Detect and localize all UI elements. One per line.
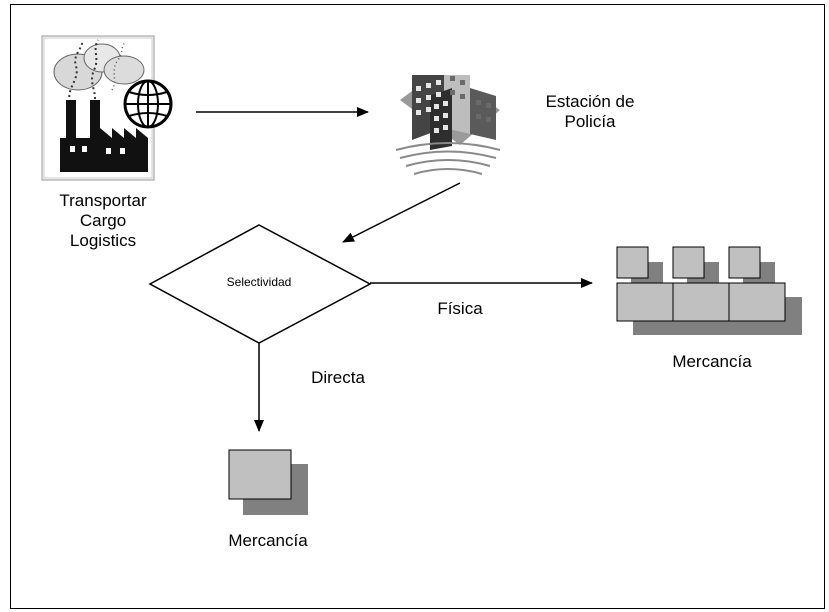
decision-diamond	[148, 224, 372, 344]
physical-goods-label: Mercancía	[672, 352, 752, 371]
stacked-boxes-icon	[616, 246, 802, 335]
direct-goods-label: Mercancía	[228, 531, 308, 550]
police-label: Estación de Policía	[520, 92, 660, 132]
origin-label: Transportar Cargo Logistics	[28, 191, 178, 251]
office-building-icon	[395, 75, 501, 175]
edge-label-physical: Física	[437, 299, 483, 318]
globe-icon	[123, 79, 173, 129]
factory-globe-icon	[41, 35, 173, 181]
decision-label: Selectividad	[226, 275, 292, 289]
origin-label-line3: Logistics	[69, 231, 137, 250]
arrow-police-to-decision	[342, 182, 461, 243]
police-label-line1: Estación de	[545, 92, 635, 111]
police-label-line2: Policía	[564, 112, 616, 131]
origin-label-line2: Cargo	[79, 211, 127, 230]
origin-label-line1: Transportar	[59, 191, 147, 210]
diagram-frame	[10, 4, 825, 609]
edge-label-direct: Directa	[311, 368, 365, 387]
single-box-icon	[228, 449, 308, 515]
